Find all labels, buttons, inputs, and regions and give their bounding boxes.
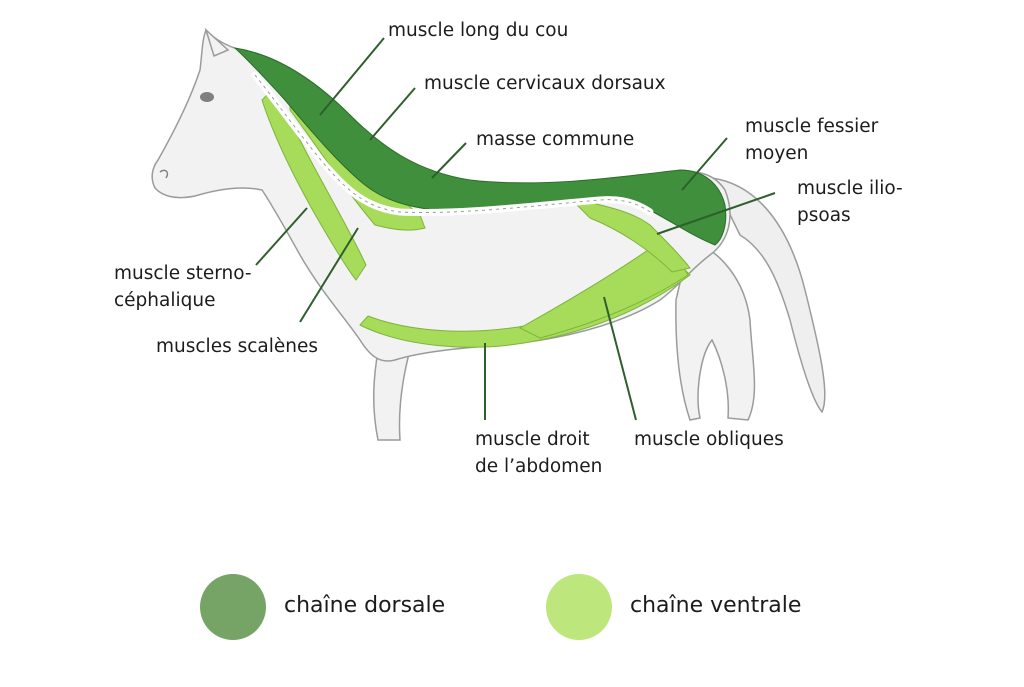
label-fessier-moyen-line2: moyen [745,143,809,164]
legend-swatch-ventral [546,574,612,640]
leader-long-du-cou [319,37,385,116]
label-droit-abdomen-line1: muscle droit [475,429,590,450]
label-ilio-psoas-line1: muscle ilio- [797,178,903,199]
horse-ear [204,27,230,58]
label-long-du-cou: muscle long du cou [388,20,569,41]
label-scalenes: muscles scalènes [156,336,319,357]
label-cervicaux-dorsaux: muscle cervicaux dorsaux [424,73,666,94]
leader-fessier [681,137,728,191]
spine-outline [254,74,651,214]
label-fessier-moyen-line1: muscle fessier [745,116,879,137]
legend-label-dorsal: chaîne dorsale [284,593,446,618]
label-sterno-line2: céphalique [114,290,216,311]
iliopsoas-muscle [568,197,691,273]
legend-swatch-dorsal [200,574,266,640]
horse-tail [710,177,826,414]
leader-masse-commune [431,142,467,179]
label-obliques: muscle obliques [634,429,784,450]
dorsal-neck-muscles [233,47,727,246]
leader-cervicaux [369,87,416,141]
horse-front-leg [372,339,411,441]
leader-sterno [255,207,308,266]
horse-hind-leg [675,239,756,421]
horse-eye [200,92,214,102]
leader-lines [255,37,776,421]
legend-label-ventral: chaîne ventrale [630,593,802,618]
leader-scalenes [299,227,359,323]
leader-ilio-psoas [656,192,776,235]
label-sterno-line1: muscle sterno- [114,263,252,284]
leader-obliques [603,296,637,421]
label-masse-commune: masse commune [476,129,635,150]
label-droit-abdomen-line2: de l’abdomen [475,456,603,477]
dorsal-chain [233,47,727,246]
horse-nostril [159,169,169,179]
label-ilio-psoas-line2: psoas [797,205,851,226]
